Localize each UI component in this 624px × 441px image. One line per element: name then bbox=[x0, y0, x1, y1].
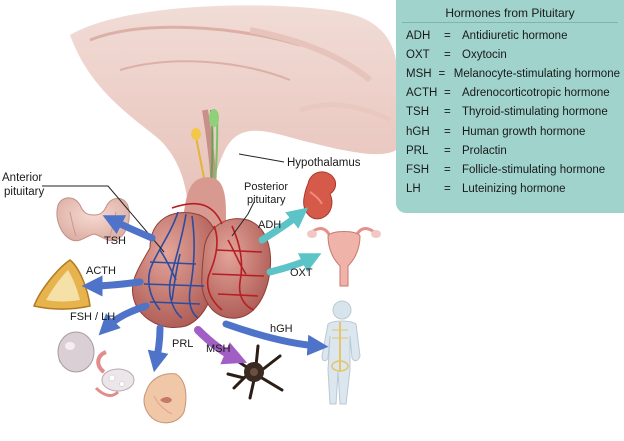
arrow-acth bbox=[81, 275, 144, 297]
hormone-legend: Hormones from Pituitary ADH = Antidiuretic… bbox=[396, 0, 624, 213]
legend-abbr: LH bbox=[406, 183, 421, 196]
legend-row: OXT = Oxytocin bbox=[406, 45, 620, 64]
legend-row: hGH = Human growth hormone bbox=[406, 122, 620, 141]
oxt-label: OXT bbox=[290, 267, 313, 279]
legend-title: Hormones from Pituitary bbox=[445, 6, 575, 20]
anterior-label-2: pituitary bbox=[4, 186, 45, 198]
legend-abbr: hGH bbox=[406, 125, 430, 138]
anterior-label-1: Anterior bbox=[2, 172, 42, 184]
legend-abbr: ACTH bbox=[406, 87, 438, 100]
uterus-icon bbox=[307, 227, 381, 287]
legend-equals: = bbox=[438, 67, 446, 80]
prl-label: PRL bbox=[172, 338, 193, 350]
legend-equals: = bbox=[444, 48, 451, 61]
legend-equals: = bbox=[444, 163, 451, 176]
arrow-hgh bbox=[222, 320, 329, 356]
legend-hormone-name: Oxytocin bbox=[462, 48, 507, 61]
legend-row: TSH = Thyroid-stimulating hormone bbox=[406, 103, 620, 122]
legend-hormone-name: Melanocyte-stimulating hormone bbox=[453, 67, 620, 80]
brain-tissue bbox=[70, 5, 396, 206]
melanocyte-icon bbox=[226, 344, 284, 400]
human-figure-icon bbox=[321, 300, 361, 405]
posterior-label-1: Posterior bbox=[244, 181, 288, 193]
legend-abbr: PRL bbox=[406, 144, 429, 157]
arrow-adh bbox=[258, 207, 309, 244]
msh-label: MSH bbox=[206, 343, 231, 355]
tsh-label: TSH bbox=[104, 235, 126, 247]
hypothalamus-label: Hypothalamus bbox=[287, 157, 361, 169]
arrow-msh bbox=[194, 326, 248, 365]
legend-row: FSH = Follicle-stimulating hormone bbox=[406, 160, 620, 179]
legend-hormone-name: Luteinizing hormone bbox=[462, 183, 566, 196]
arrow-tsh bbox=[102, 215, 156, 242]
legend-hormone-name: Antidiuretic hormone bbox=[462, 29, 568, 42]
legend-row: LH = Luteinizing hormone bbox=[406, 180, 620, 199]
legend-hormone-name: Prolactin bbox=[462, 144, 507, 157]
kidney-icon bbox=[303, 171, 337, 220]
legend-equals: = bbox=[444, 29, 451, 42]
legend-rows: ADH = Antidiuretic hormone OXT = Oxytocin MS… bbox=[406, 26, 620, 199]
testis-icon bbox=[57, 331, 95, 373]
arrow-oxt bbox=[266, 253, 322, 276]
legend-hormone-name: Thyroid-stimulating hormone bbox=[462, 106, 608, 119]
legend-equals: = bbox=[444, 183, 451, 196]
ovary-icon bbox=[94, 350, 135, 397]
arrow-fsh-lh bbox=[98, 302, 150, 336]
legend-abbr: OXT bbox=[406, 48, 430, 61]
label-lines bbox=[42, 153, 285, 253]
legend-hormone-name: Human growth hormone bbox=[462, 125, 586, 138]
legend-row: ADH = Antidiuretic hormone bbox=[406, 26, 620, 45]
breast-icon bbox=[143, 373, 187, 424]
hgh-label: hGH bbox=[270, 323, 293, 335]
legend-equals: = bbox=[444, 144, 451, 157]
legend-hormone-name: Adrenocorticotropic hormone bbox=[462, 87, 610, 100]
acth-label: ACTH bbox=[86, 265, 116, 277]
legend-row: ACTH = Adrenocorticotropic hormone bbox=[406, 84, 620, 103]
adh-label: ADH bbox=[258, 219, 281, 231]
legend-equals: = bbox=[444, 106, 451, 119]
legend-hormone-name: Follicle-stimulating hormone bbox=[462, 163, 606, 176]
legend-equals: = bbox=[444, 125, 451, 138]
legend-divider bbox=[402, 22, 618, 23]
hormone-arrows bbox=[81, 207, 329, 373]
arrow-prl bbox=[147, 324, 169, 373]
pituitary-gland bbox=[132, 177, 271, 328]
legend-row: MSH = Melanocyte-stimulating hormone bbox=[406, 64, 620, 83]
posterior-label-2: pituitary bbox=[247, 194, 286, 206]
legend-equals: = bbox=[444, 87, 451, 100]
legend-abbr: FSH bbox=[406, 163, 429, 176]
legend-abbr: MSH bbox=[406, 67, 432, 80]
legend-row: PRL = Prolactin bbox=[406, 141, 620, 160]
legend-abbr: ADH bbox=[406, 29, 431, 42]
legend-abbr: TSH bbox=[406, 106, 429, 119]
adrenal-icon bbox=[32, 259, 91, 310]
fsh-lh-label: FSH / LH bbox=[70, 311, 115, 323]
